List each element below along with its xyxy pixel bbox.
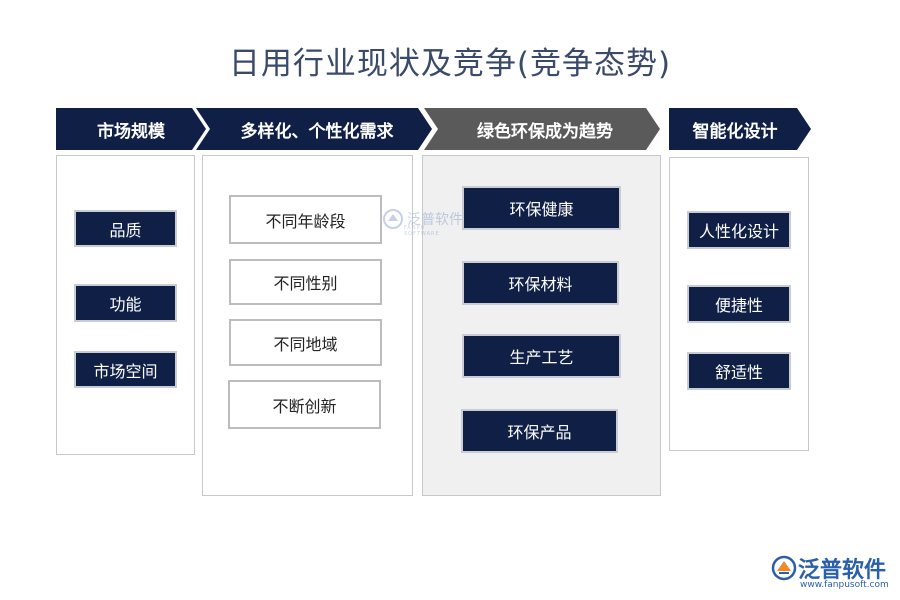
item-box: 生产工艺 <box>462 334 621 378</box>
item-box: 环保健康 <box>462 186 621 230</box>
watermark-subtext: FANPU SOFTWARE <box>404 225 440 237</box>
column-header-market-scale: 市场规模 <box>56 108 206 150</box>
item-box: 品质 <box>74 210 177 247</box>
item-box: 环保产品 <box>461 409 618 453</box>
item-box: 便捷性 <box>687 285 791 323</box>
logo-text: 泛普软件 <box>798 558 887 583</box>
watermark-text: 泛普软件 <box>407 212 463 228</box>
item-box: 舒适性 <box>687 352 791 390</box>
column-header-diverse-demand: 多样化、个性化需求 <box>196 108 432 150</box>
item-box: 环保材料 <box>462 261 619 305</box>
item-box: 不断创新 <box>228 380 381 429</box>
item-box: 不同地域 <box>229 319 382 366</box>
column-header-green-trend: 绿色环保成为趋势 <box>424 108 660 150</box>
item-box: 人性化设计 <box>687 211 791 249</box>
item-box: 市场空间 <box>74 351 177 388</box>
watermark: 泛普软件 FANPU SOFTWARE <box>382 208 463 237</box>
item-box: 不同年龄段 <box>229 195 382 244</box>
fanpu-logo-icon <box>383 209 403 229</box>
page-title: 日用行业现状及竞争(竞争态势) <box>228 46 672 82</box>
column-header-smart-design: 智能化设计 <box>669 108 811 150</box>
fanpu-logo: 泛普软件 www.fanpusoft.com <box>770 552 895 592</box>
logo-url: www.fanpusoft.com <box>800 580 889 590</box>
item-box: 功能 <box>74 284 177 322</box>
fanpu-logo-icon <box>771 555 797 581</box>
item-box: 不同性别 <box>229 259 382 305</box>
